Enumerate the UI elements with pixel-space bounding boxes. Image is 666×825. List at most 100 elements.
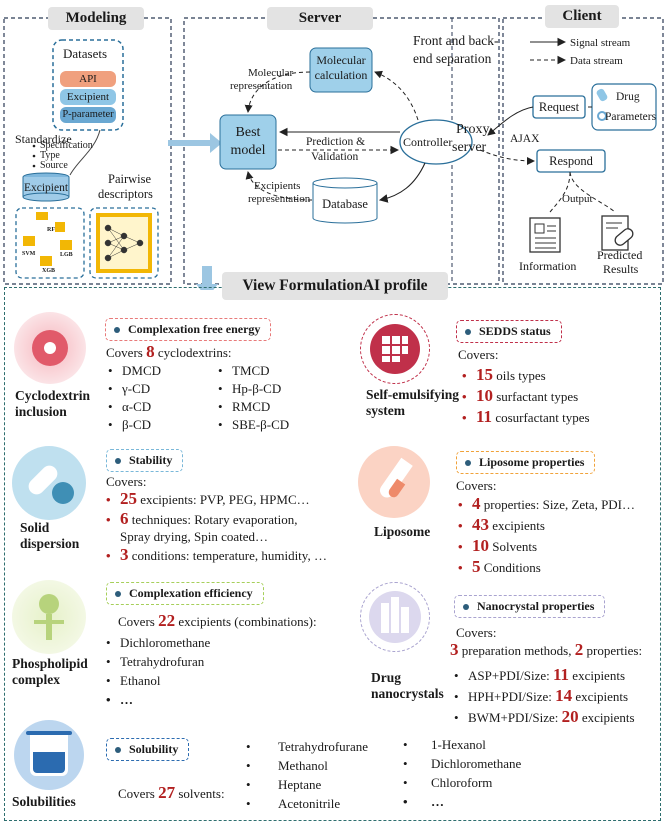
predicted-line2: Results [603, 262, 639, 276]
solvent-2: •Methanol [246, 758, 328, 773]
solvent-5: •1-Hexanol [403, 737, 486, 752]
algo-lgb: LGB [60, 252, 73, 258]
profile-title: View FormulationAI profile [222, 272, 448, 300]
output-label: Output [562, 193, 593, 205]
badge-complexation-free-energy: Complexation free energy [105, 318, 272, 341]
prediction-label: Prediction & [306, 136, 366, 148]
sedds-covers: Covers: [458, 347, 499, 362]
bar-excipient: Excipient [66, 91, 110, 103]
algo-rf: RF [47, 227, 55, 233]
cyclodextrin-covers: Covers 8 cyclodextrins: [106, 342, 232, 361]
liposome-item-1: •4 properties: Size, Zeta, PDI… [458, 494, 636, 513]
liposome-covers: Covers: [456, 478, 497, 493]
excipient-bar [60, 89, 116, 105]
meta-specification: Specification [40, 140, 93, 151]
modeling-to-server-arrow [168, 133, 222, 153]
liposome-item-4: •5 Conditions [458, 557, 541, 576]
sedds-item-3: •11 cosurfactant types [462, 407, 590, 426]
solid-item-2: •6 techniques: Rotary evaporation, [106, 509, 298, 528]
nanocrystal-summary: 3 preparation methods, 2 properties: [450, 640, 643, 659]
phospholipid-item-2: •Tetrahydrofuran [106, 654, 205, 669]
badge-solubility: Solubility [106, 738, 190, 761]
excipients-rep-line1: Excipients [254, 180, 301, 192]
solid-covers: Covers: [106, 474, 147, 489]
solid-item-3: Spray drying, Spin coated… [120, 529, 269, 544]
nanocrystal-item-2: •HPH+PDI/Size: 14 excipients [454, 686, 629, 705]
predicted-line1: Predicted [597, 248, 643, 262]
cd-item-2: •γ-CD [108, 381, 151, 396]
drug-label: Drug [616, 91, 640, 103]
phospholipid-covers: Covers 22 excipients (combinations): [118, 611, 317, 630]
data-stream-label: Data stream [570, 55, 623, 67]
front-back-line1: Front and back- [413, 33, 499, 48]
solubility-icon [14, 720, 84, 790]
algo-svm: SVM [22, 251, 36, 257]
sedds-item-2: •10 surfactant types [462, 386, 579, 405]
solid-item-1: •25 excipients: PVP, PEG, HPMC… [106, 489, 310, 508]
modeling-title: Modeling [48, 7, 144, 30]
solvent-8: •… [403, 794, 444, 809]
datasets-label: Datasets [63, 46, 108, 61]
solvent-6: •Dichloromethane [403, 756, 522, 771]
molecular-rep-line2: representation [230, 80, 293, 92]
phospholipid-icon [12, 580, 86, 654]
liposome-icon [358, 446, 430, 518]
p-parameter-bar [60, 107, 116, 123]
liposome-label: Liposome [374, 524, 431, 539]
excipients-rep-line2: representation [248, 193, 311, 205]
badge-nanocrystal-properties: Nanocrystal properties [454, 595, 606, 618]
request-label: Request [538, 100, 580, 114]
front-back-line2: end separation [413, 51, 492, 66]
meta-source: Source [40, 160, 68, 171]
nanocrystal-icon [360, 582, 430, 652]
cd-item-7: •RMCD [218, 399, 271, 414]
solubility-covers: Covers 27 solvents: [118, 783, 225, 802]
molecular-rep-line1: Molecular [248, 67, 294, 79]
liposome-item-2: •43 excipients [458, 515, 545, 534]
sedds-item-1: •15 oils types [462, 365, 546, 384]
proxy-line1: Proxy [456, 122, 490, 137]
nanocrystal-item-1: •ASP+PDI/Size: 11 excipients [454, 665, 626, 684]
solvent-3: •Heptane [246, 777, 322, 792]
bar-api: API [79, 73, 97, 85]
standardize-label: Standardize [15, 132, 72, 146]
validation-label: Validation [311, 151, 359, 163]
controller-label: Controller [403, 135, 453, 149]
signal-stream-label: Signal stream [570, 37, 631, 49]
solvent-4: •Acetonitrile [246, 796, 341, 811]
solid-item-4: •3 conditions: temperature, humidity, … [106, 545, 327, 564]
algorithms-box [15, 207, 85, 279]
badge-stability: Stability [106, 449, 184, 472]
down-arrow [196, 266, 218, 290]
controller-node [399, 119, 473, 165]
ajax-label: AJAX [510, 133, 540, 145]
best-model-line1: Best [235, 125, 261, 140]
molecular-calculation-box [309, 47, 373, 93]
client-title: Client [545, 5, 619, 28]
liposome-item-3: •10 Solvents [458, 536, 538, 555]
solubility-label: Solubilities [12, 794, 76, 809]
badge-sedds-status: SEDDS status [456, 320, 562, 343]
molecular-calc-line1: Molecular [316, 53, 366, 67]
cd-item-3: •α-CD [108, 399, 152, 414]
phospholipid-item-4: •… [106, 692, 133, 707]
cd-item-6: •Hp-β-CD [218, 381, 282, 396]
cd-item-8: •SBE-β-CD [218, 417, 290, 432]
badge-liposome-properties: Liposome properties [456, 451, 596, 474]
descriptors-label: descriptors [98, 187, 153, 201]
parameters-label: Parameters [605, 111, 657, 123]
sedds-icon [360, 314, 430, 384]
cd-item-4: •β-CD [108, 417, 152, 432]
respond-label: Respond [549, 154, 593, 168]
cd-item-1: •DMCD [108, 363, 162, 378]
molecular-calc-line2: calculation [314, 68, 368, 82]
predicted-results-icon [601, 215, 634, 251]
nanocrystal-item-3: •BWM+PDI/Size: 20 excipients [454, 707, 635, 726]
algo-xgb: XGB [42, 268, 56, 274]
phospholipid-item-3: •Ethanol [106, 673, 161, 688]
architecture-diagram [3, 17, 664, 290]
